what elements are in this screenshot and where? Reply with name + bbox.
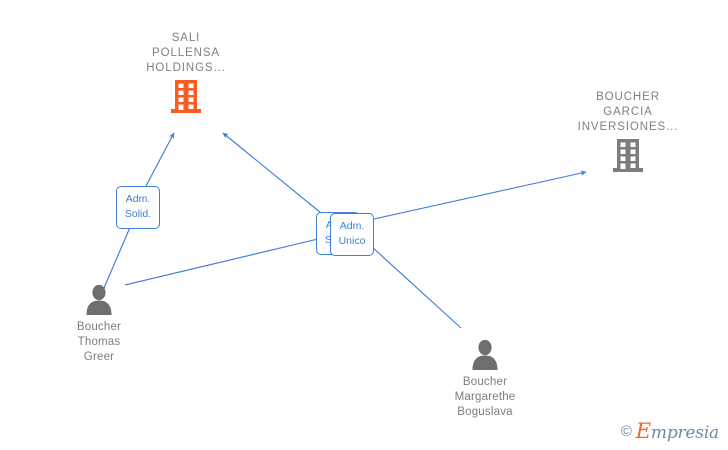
copyright-icon: © (620, 423, 632, 440)
building-icon (171, 80, 201, 113)
brand-initial: E (635, 419, 651, 443)
edge-margarethe-to-center (371, 246, 462, 329)
edge-center-to-boucher-garcia (373, 170, 587, 220)
relation-label-adm-solid[interactable]: Adm. Solid. (116, 186, 160, 229)
person-icon (472, 339, 498, 370)
edge-greer-to-sali-lower (103, 224, 132, 289)
edge-greer-to-center (124, 238, 319, 286)
relation-label-adm-unico[interactable]: Adm. Unico (330, 213, 374, 256)
edge-greer-to-sali-upper (145, 132, 175, 187)
node-margarethe-boguslava-label: Boucher Margarethe Boguslava (454, 376, 516, 418)
brand-name: Empresia (636, 421, 719, 442)
node-sali-pollensa[interactable]: SALI POLLENSA HOLDINGS... (116, 31, 256, 113)
node-boucher-garcia[interactable]: BOUCHER GARCIA INVERSIONES... (558, 90, 698, 172)
building-icon (613, 139, 643, 172)
person-icon (86, 284, 112, 315)
brand-rest: mpresia (650, 423, 719, 443)
node-margarethe-boguslava[interactable]: Boucher Margarethe Boguslava (415, 339, 555, 420)
node-sali-pollensa-label: SALI POLLENSA HOLDINGS... (146, 32, 226, 74)
edge-center-to-sali (222, 132, 322, 214)
empresia-watermark: © Empresia (621, 421, 719, 442)
node-thomas-greer[interactable]: Boucher Thomas Greer (29, 284, 169, 365)
node-boucher-garcia-label: BOUCHER GARCIA INVERSIONES... (577, 91, 679, 133)
node-thomas-greer-label: Boucher Thomas Greer (76, 321, 122, 363)
